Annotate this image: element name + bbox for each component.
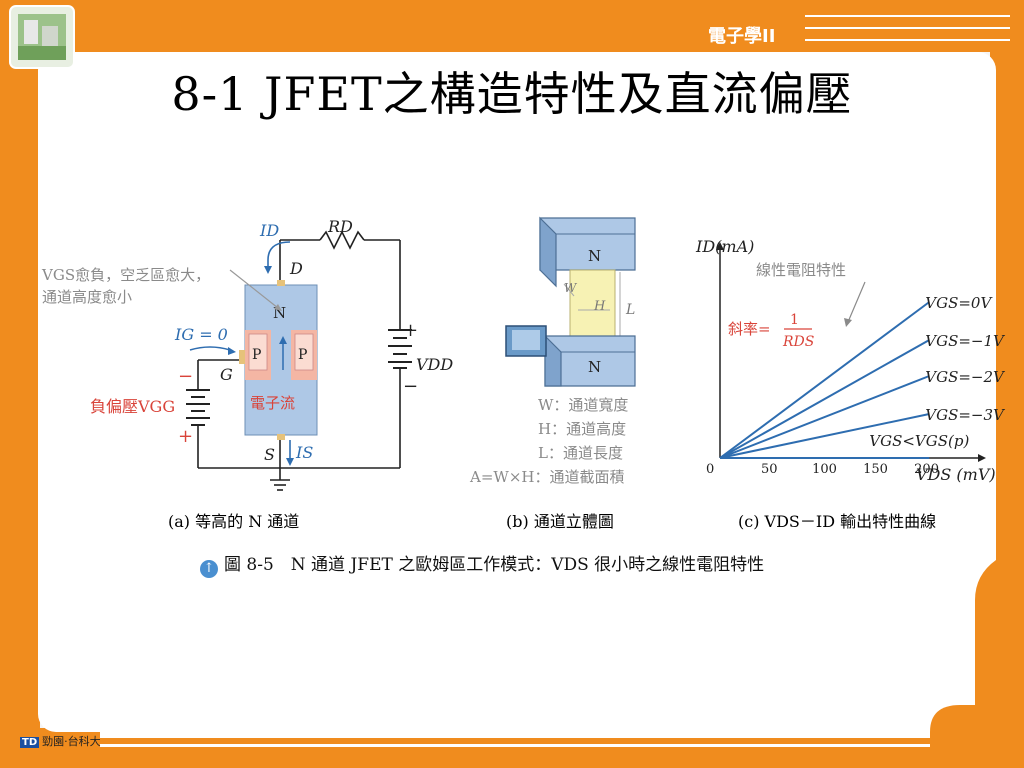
slope-denominator: RDS bbox=[782, 334, 814, 350]
resistor-rd-symbol bbox=[319, 230, 365, 250]
publisher-logo-icon: TD bbox=[20, 737, 40, 748]
x-tick-label: 150 bbox=[863, 462, 888, 477]
n-bottom-label: N bbox=[588, 358, 601, 376]
vdd-plus: + bbox=[403, 320, 418, 341]
panel-a-circuit: + − VDD − + 負偏壓VGG N P P 電子流 bbox=[41, 217, 453, 491]
battery-vdd-symbol bbox=[388, 329, 412, 369]
x-tick-label: 200 bbox=[914, 462, 939, 477]
p-right-label: P bbox=[298, 347, 307, 363]
series-label-1: VGS=−1V bbox=[925, 332, 1006, 350]
l-label: L bbox=[625, 302, 635, 318]
up-arrow-circle-icon: ↑ bbox=[200, 560, 218, 578]
vgg-plus: + bbox=[178, 426, 193, 447]
panel-a-caption: (a) 等高的 N 通道 bbox=[168, 512, 300, 531]
series-label-3: VGS=−3V bbox=[925, 406, 1006, 424]
vdd-label: VDD bbox=[416, 355, 453, 374]
w-label: W bbox=[564, 281, 578, 295]
series-line-1 bbox=[719, 339, 930, 459]
battery-vgg-symbol bbox=[186, 389, 210, 426]
series-label-4: VGS<VGS(p) bbox=[869, 432, 969, 450]
drain-label: D bbox=[289, 259, 303, 278]
id-label: ID bbox=[259, 221, 279, 240]
series-label-2: VGS=−2V bbox=[925, 368, 1006, 386]
brand-label: 電子學II bbox=[708, 26, 776, 47]
n-label: N bbox=[273, 304, 286, 322]
series-line-0 bbox=[719, 301, 930, 459]
x-tick-label: 100 bbox=[812, 462, 837, 477]
legend-w: W：通道寬度 bbox=[538, 396, 628, 414]
gate-label: G bbox=[220, 365, 233, 384]
depletion-note-line2: 通道高度愈小 bbox=[42, 288, 132, 306]
figure-caption: ↑ 圖 8-5 N 通道 JFET 之歐姆區工作模式：VDS 很小時之線性電阻特性 bbox=[200, 550, 764, 578]
channel-region bbox=[569, 269, 616, 349]
x-axis-label: VDS (mV) bbox=[916, 465, 996, 484]
series-label-0: VGS=0V bbox=[925, 294, 993, 312]
panel-b-channel-3d: N N W H L W：通道寬度 H：通道高度 L：通道長度 A=W×H：通道截… bbox=[469, 216, 636, 486]
slope-numerator: 1 bbox=[790, 312, 799, 328]
ig-label: IG = 0 bbox=[174, 325, 228, 344]
p-left-label: P bbox=[252, 347, 261, 363]
legend-l: L：通道長度 bbox=[538, 444, 623, 462]
panel-b-caption: (b) 通道立體圖 bbox=[506, 512, 614, 531]
electron-flow-label: 電子流 bbox=[250, 394, 295, 412]
series-line-2 bbox=[719, 375, 930, 459]
slide-title: 8-1 JFET之構造特性及直流偏壓 bbox=[171, 67, 853, 121]
vgg-label: 負偏壓VGG bbox=[90, 397, 175, 416]
depletion-note-line1: VGS愈負，空乏區愈大， bbox=[41, 266, 210, 284]
rd-label: RD bbox=[327, 217, 353, 236]
source-label: S bbox=[264, 445, 275, 464]
legend-h: H：通道高度 bbox=[538, 420, 626, 438]
is-label: IS bbox=[295, 443, 313, 462]
legend-area: A=W×H：通道截面積 bbox=[469, 468, 624, 486]
y-axis-label: ID(mA) bbox=[695, 237, 754, 256]
series-line-3 bbox=[719, 413, 930, 459]
x-tick-label: 50 bbox=[761, 462, 778, 477]
resistance-annotation: 線性電阻特性 bbox=[756, 261, 846, 279]
figure-caption-text: 圖 8-5 N 通道 JFET 之歐姆區工作模式：VDS 很小時之線性電阻特性 bbox=[224, 555, 765, 575]
panel-c-caption: (c) VDS－ID 輸出特性曲線 bbox=[738, 512, 937, 531]
slope-label: 斜率= bbox=[728, 320, 771, 338]
publisher-name: 勁園‧台科大 bbox=[42, 735, 101, 748]
vdd-minus: − bbox=[403, 376, 418, 397]
panel-c-chart: ID(mA) VDS (mV) 0 50 100 150 200 VGS=0V VGS=−… bbox=[695, 237, 1006, 484]
n-top-label: N bbox=[588, 247, 601, 265]
vgg-minus: − bbox=[178, 366, 193, 387]
x-tick-label: 0 bbox=[706, 462, 714, 477]
h-label: H bbox=[593, 299, 606, 314]
